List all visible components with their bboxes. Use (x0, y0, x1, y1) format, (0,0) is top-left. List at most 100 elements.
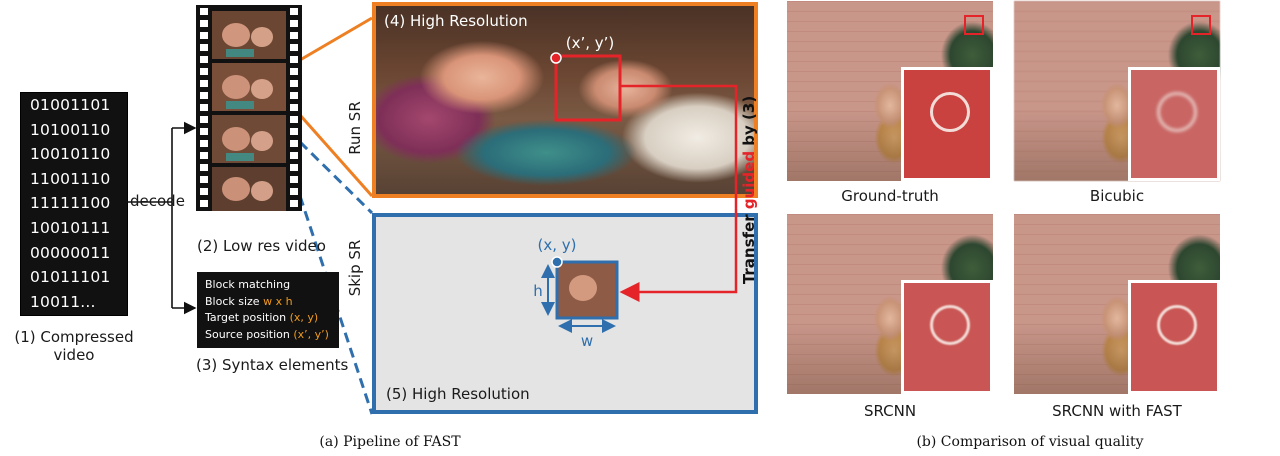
film-sprocket-hole (200, 200, 208, 207)
film-sprocket-hole (290, 68, 298, 75)
film-sprocket-hole (200, 164, 208, 171)
film-sprocket-hole (200, 56, 208, 63)
block-size-value: w x h (263, 294, 293, 308)
target-position-text: (x, y) (538, 236, 577, 254)
high-res-5-label: (5) High Resolution (386, 385, 530, 403)
film-sprocket-hole (200, 92, 208, 99)
film-sprocket-hole (290, 32, 298, 39)
bitstream-line: 10010111 (30, 218, 111, 237)
bitstream-line: 10100110 (30, 120, 111, 139)
block-size-label: Block size (205, 294, 264, 308)
film-sprocket-hole (200, 8, 208, 15)
comparison-ground-truth (787, 1, 993, 181)
sr-side-labels: Run SR Skip SR (346, 101, 364, 297)
high-res-4-label: (4) High Resolution (384, 12, 528, 30)
transfer-label-c: by (3) (740, 96, 758, 151)
flower-emblem-icon (1157, 305, 1197, 345)
target-position-value: (x, y) (289, 311, 319, 324)
film-sprocket-hole (200, 68, 208, 75)
flower-emblem-icon (1157, 92, 1197, 132)
target-point (551, 256, 563, 268)
transfer-label: Transfer guided by (3) (740, 96, 758, 284)
run-sr-label: Run SR (346, 101, 364, 154)
film-sprocket-hole (200, 20, 208, 27)
caption-bicubic: Bicubic (1089, 187, 1145, 205)
flower-emblem-icon (930, 92, 970, 132)
film-sprocket-hole (200, 176, 208, 183)
film-sprocket-hole (290, 200, 298, 207)
height-label: h (533, 282, 543, 300)
zoom-source-box (1191, 15, 1211, 35)
skip-sr-label: Skip SR (346, 240, 364, 297)
film-sprocket-hole (290, 44, 298, 51)
zoom-inset (901, 280, 993, 394)
film-sprocket-hole (290, 56, 298, 63)
decode-label: decode (130, 192, 185, 210)
film-sprocket-hole (290, 116, 298, 123)
comparison-srcnn (787, 214, 993, 394)
block-matching-title: Block matching (205, 278, 291, 291)
film-sprocket-hole (290, 164, 298, 171)
transfer-label-a: Transfer (740, 209, 758, 284)
film-sprocket-hole (200, 32, 208, 39)
block-size-row: Block size w x h (205, 294, 339, 311)
zoom-line-orange-top (299, 16, 373, 62)
film-sprocket-hole (200, 152, 208, 159)
film-sprocket-hole (200, 104, 208, 111)
bitstream-line: 10011... (30, 292, 96, 311)
syntax-elements-box: Block matching Block size w x h Target p… (197, 272, 339, 348)
high-res-frame-4: (4) High Resolution (372, 2, 758, 198)
film-sprocket-hole (290, 188, 298, 195)
width-label: w (581, 332, 593, 350)
film-sprocket-hole (290, 8, 298, 15)
source-position-text: (x’, y’) (566, 34, 615, 52)
caption-ground-truth: Ground-truth (841, 187, 939, 205)
target-position-row: Target position (x, y) (205, 310, 339, 327)
zoom-line-orange-bottom (298, 114, 374, 197)
compressed-label-line1: (1) Compressed (14, 328, 134, 346)
zoom-inset (1128, 280, 1220, 394)
film-sprocket-hole (290, 80, 298, 87)
bitstream-line: 01011101 (30, 268, 111, 287)
syntax-elements-label: (3) Syntax elements (196, 356, 349, 374)
zoom-source-box (964, 15, 984, 35)
bitstream-line: 00000011 (30, 243, 111, 262)
zoom-inset (901, 67, 993, 181)
caption-srcnn-fast: SRCNN with FAST (1052, 402, 1182, 420)
source-position-row: Source position (x’, y’) (205, 327, 339, 344)
low-res-video-label: (2) Low res video (197, 237, 326, 255)
source-position-label: Source position (205, 327, 294, 341)
caption-a: (a) Pipeline of FAST (319, 434, 461, 450)
transfer-label-guided: guided (740, 151, 758, 209)
source-point (550, 52, 562, 64)
film-sprocket-hole (290, 152, 298, 159)
zoom-line-blue-top (298, 140, 374, 215)
film-sprocket-hole (200, 116, 208, 123)
compressed-video-label: (1) Compressed video (4, 328, 144, 364)
source-block (554, 54, 622, 122)
compressed-bitstream: 01001101 10100110 10010110 11001110 11111100… (20, 92, 128, 316)
comparison-bicubic (1014, 1, 1220, 181)
bitstream-line: 11111100 (30, 194, 111, 213)
bitstream-line: 11001110 (30, 169, 111, 188)
film-strip (196, 5, 302, 211)
high-res-photo (376, 6, 754, 194)
film-sprocket-hole (200, 188, 208, 195)
film-sprocket-hole (290, 104, 298, 111)
film-sprocket-hole (200, 140, 208, 147)
target-position-label: Target position (205, 311, 290, 324)
film-sprocket-hole (290, 176, 298, 183)
film-sprocket-hole (290, 20, 298, 27)
caption-srcnn: SRCNN (863, 402, 917, 420)
film-sprocket-hole (290, 92, 298, 99)
bitstream-line: 10010110 (30, 145, 111, 164)
film-sprocket-hole (200, 44, 208, 51)
bitstream-line: 01001101 (30, 96, 111, 114)
compressed-label-line2: video (53, 346, 95, 364)
film-sprocket-hole (200, 80, 208, 87)
caption-b: (b) Comparison of visual quality (916, 434, 1144, 450)
film-sprocket-hole (290, 128, 298, 135)
comparison-srcnn-fast (1014, 214, 1220, 394)
source-position-value: (x’, y’) (293, 327, 329, 341)
